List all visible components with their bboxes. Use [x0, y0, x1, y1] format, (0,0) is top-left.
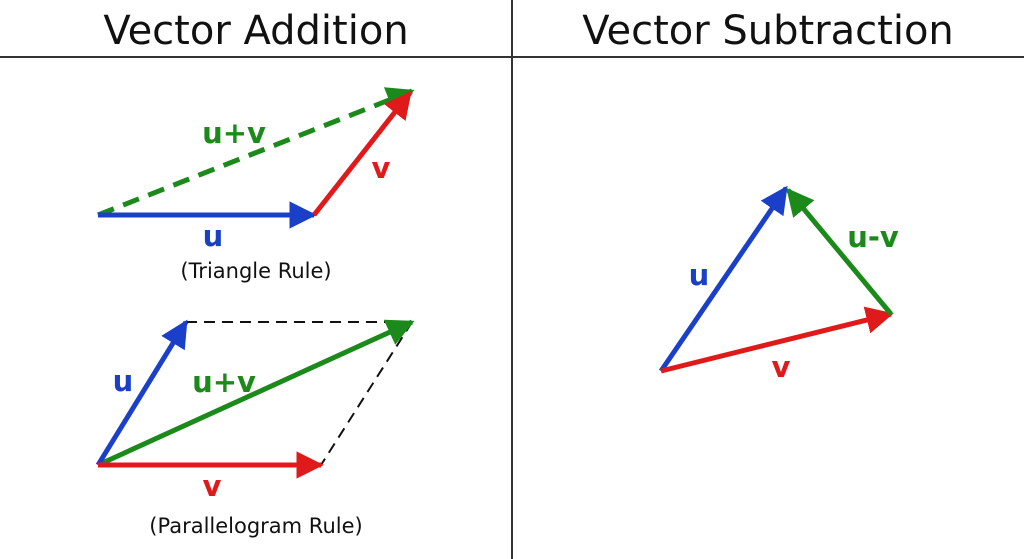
triangle-u-label: u [203, 219, 224, 253]
subtraction-v-label: v [772, 350, 791, 384]
subtraction-u-vector [658, 185, 789, 373]
subtraction-v-vector [660, 306, 894, 374]
triangle-sum-label: u+v [202, 116, 266, 150]
triangle-sum-vector [97, 87, 415, 218]
triangle-rule: u+v u v (Triangle Rule) [97, 87, 415, 283]
parallelogram-caption: (Parallelogram Rule) [149, 514, 362, 538]
subtraction-diff-label: u-v [847, 220, 899, 254]
subtraction-u-label: u [689, 258, 710, 292]
triangle-caption: (Triangle Rule) [180, 259, 331, 283]
triangle-v-label: v [372, 151, 391, 185]
triangle-v-vector [312, 90, 412, 217]
parallelogram-u-vector [95, 319, 189, 467]
subtraction-diagram: u u-v v [658, 185, 899, 384]
parallelogram-rule: u u+v v (Parallelogram Rule) [95, 319, 415, 538]
subtraction-title: Vector Subtraction [582, 8, 954, 54]
addition-title: Vector Addition [103, 8, 408, 54]
parallelogram-right-edge [320, 321, 413, 466]
parallelogram-v-label: v [203, 469, 222, 503]
subtraction-diff-vector [786, 187, 893, 316]
parallelogram-sum-label: u+v [192, 365, 256, 399]
parallelogram-sum-vector [96, 319, 415, 468]
parallelogram-u-label: u [113, 364, 134, 398]
